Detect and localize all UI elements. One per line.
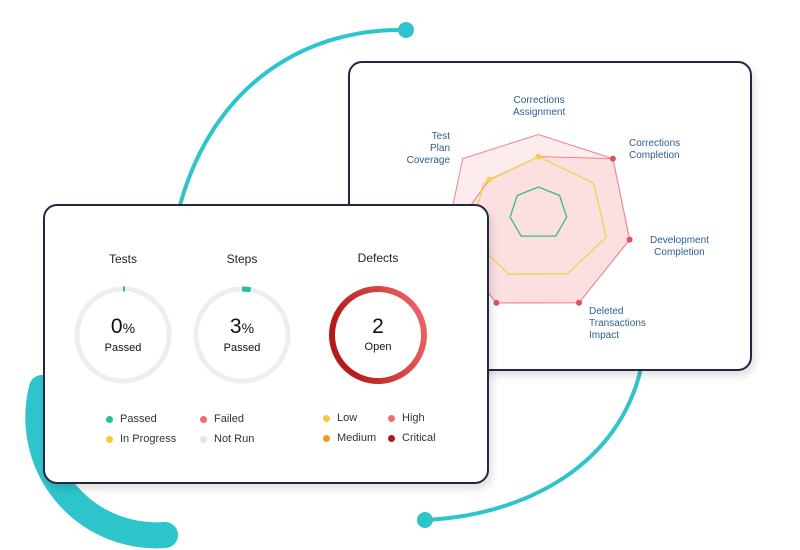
radar-inner-polygon <box>509 186 568 237</box>
tests-center: 0% Passed <box>73 315 173 354</box>
tests-gauge <box>74 286 172 384</box>
radar-point <box>486 176 493 183</box>
low-dot-icon <box>323 414 330 422</box>
passed-dot-icon <box>106 415 113 423</box>
radar-point <box>493 299 500 306</box>
legend-critical: Critical <box>388 432 436 444</box>
legend-in-progress: In Progress <box>106 433 176 445</box>
legend-passed: Passed <box>106 413 157 425</box>
steps-gauge <box>193 286 291 384</box>
defects-title: Defects <box>357 251 399 265</box>
defects-gauge-ring <box>329 286 427 384</box>
not-run-dot-icon <box>200 435 207 443</box>
legend-not-run: Not Run <box>200 433 254 445</box>
decor-thick-ring <box>25 375 178 549</box>
decor-dot-bottom <box>417 512 433 528</box>
radar-point <box>609 155 616 162</box>
defects-gauge <box>329 286 427 384</box>
steps-sub: Passed <box>223 342 261 354</box>
tests-gauge-progress <box>74 286 172 384</box>
tests-sub: Passed <box>104 342 142 354</box>
defects-value: 2 <box>372 315 384 338</box>
steps-gauge-progress <box>193 286 291 384</box>
decor-dot-top <box>398 22 414 38</box>
steps-center: 3% Passed <box>192 315 292 354</box>
steps-title: Steps <box>226 252 258 266</box>
in-progress-dot-icon <box>106 435 113 443</box>
radar-point <box>626 236 633 243</box>
defects-center: 2 Open <box>328 315 428 353</box>
defects-sub: Open <box>364 341 392 353</box>
steps-unit: % <box>241 320 255 336</box>
critical-dot-icon <box>388 434 395 442</box>
steps-value: 3 <box>229 315 242 338</box>
radar-chart <box>445 133 633 306</box>
failed-dot-icon <box>200 415 207 423</box>
tests-title: Tests <box>108 252 137 266</box>
tests-value: 0 <box>110 315 123 338</box>
legend-low: Low <box>323 412 357 424</box>
legend-medium: Medium <box>323 432 376 444</box>
medium-dot-icon <box>323 434 330 442</box>
radar-point <box>535 153 542 160</box>
metrics-card: Tests 0% Passed Steps 3% Passed Defects … <box>43 204 489 484</box>
high-dot-icon <box>388 414 395 422</box>
decor-arc-top <box>178 27 407 207</box>
radar-point <box>576 299 582 306</box>
legend-failed: Failed <box>200 413 244 425</box>
legend-high: High <box>388 412 425 424</box>
decor-arc-bottom <box>423 370 642 522</box>
tests-unit: % <box>122 320 136 336</box>
radar-middle-polygon <box>469 155 608 275</box>
